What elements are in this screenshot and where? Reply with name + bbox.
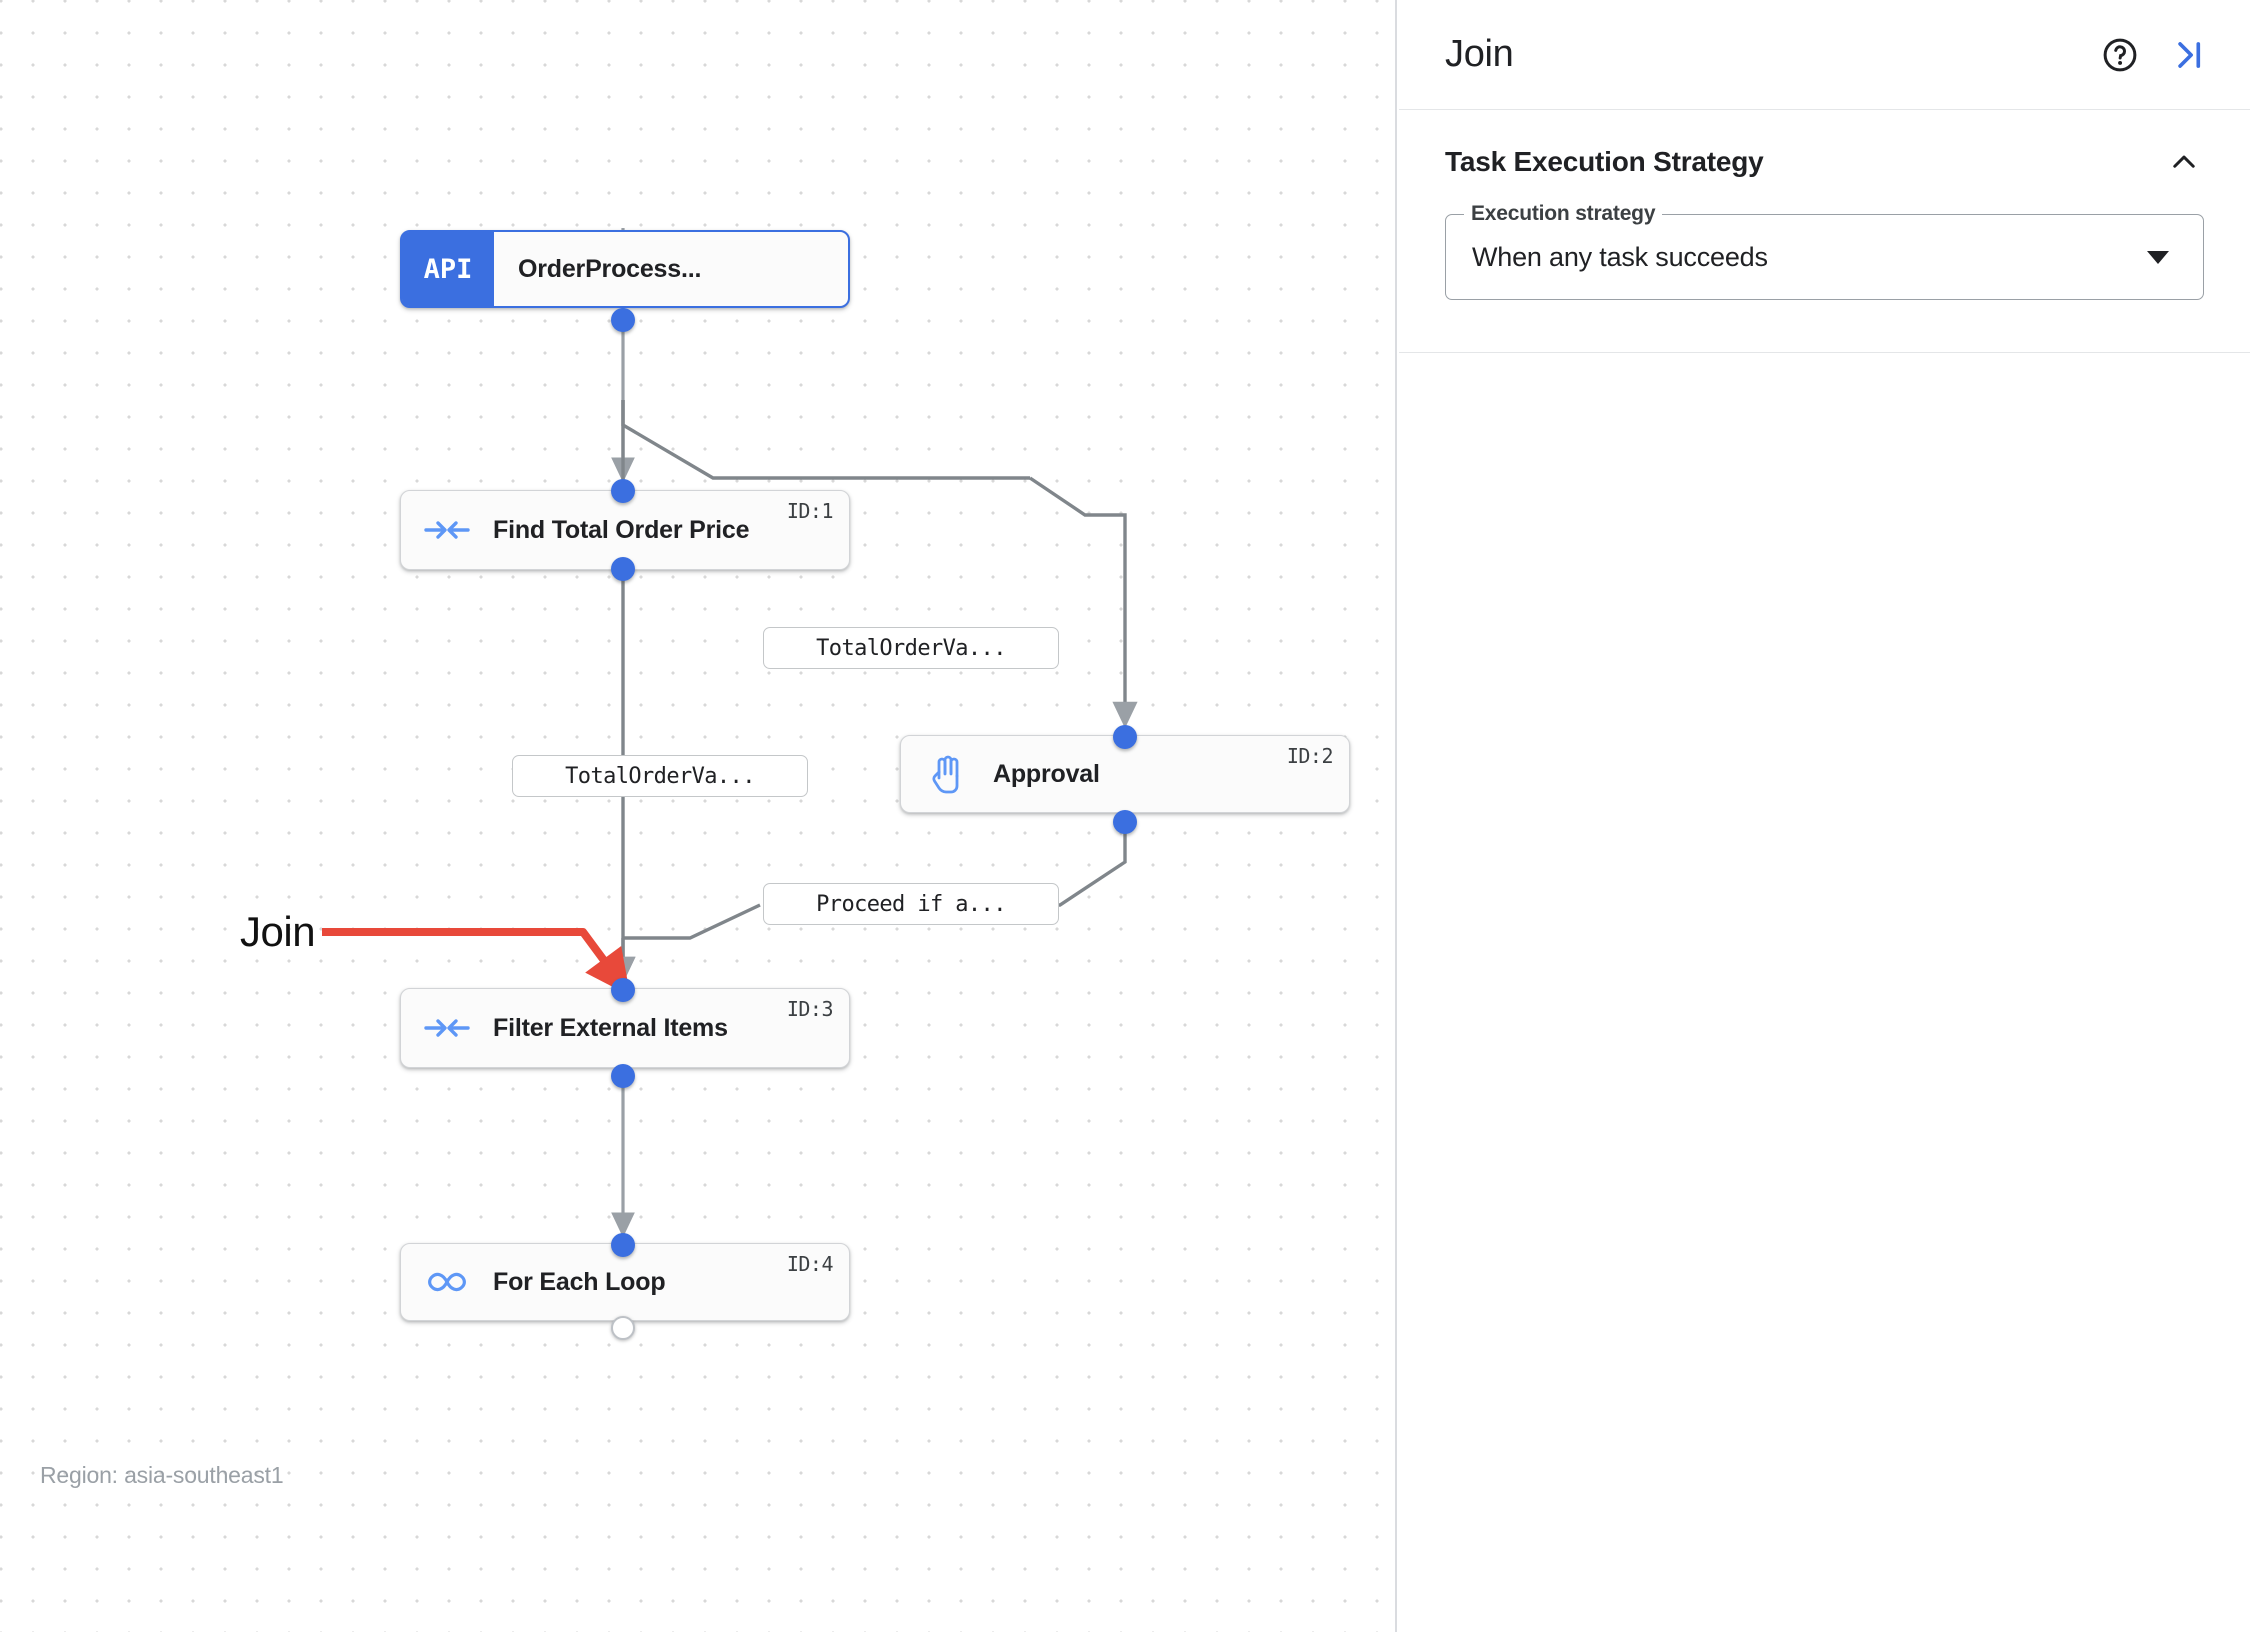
- port-api-output[interactable]: [611, 308, 635, 332]
- port-filter-output[interactable]: [611, 1064, 635, 1088]
- node-label: Approval: [993, 759, 1100, 788]
- help-circle-icon[interactable]: [2092, 27, 2148, 83]
- panel-header: Join: [1399, 0, 2250, 110]
- port-find-total-output[interactable]: [611, 557, 635, 581]
- node-id-badge: ID:2: [1286, 744, 1334, 768]
- execution-strategy-value: When any task succeeds: [1472, 241, 1768, 272]
- node-api-orderprocess[interactable]: API OrderProcess...: [400, 230, 850, 308]
- node-label: For Each Loop: [493, 1267, 666, 1296]
- join-arrows-icon: [401, 1013, 493, 1043]
- node-id-badge: ID:3: [786, 997, 834, 1021]
- region-label: Region: asia-southeast1: [40, 1462, 284, 1488]
- node-id-badge: ID:4: [786, 1252, 834, 1276]
- section-title: Task Execution Strategy: [1445, 146, 1764, 177]
- node-label: Find Total Order Price: [493, 515, 750, 544]
- node-label: Filter External Items: [493, 1013, 728, 1042]
- chevron-up-icon[interactable]: [2164, 142, 2204, 182]
- infinity-icon: [401, 1268, 493, 1296]
- port-approval-output[interactable]: [1113, 810, 1137, 834]
- workflow-canvas[interactable]: Join API OrderProcess... Find Total Orde…: [0, 0, 1397, 1632]
- port-filter-input[interactable]: [611, 978, 635, 1002]
- collapse-panel-right-icon[interactable]: [2160, 27, 2216, 83]
- edge-label-proceed-if-approved[interactable]: Proceed if a...: [763, 883, 1059, 925]
- section-header[interactable]: Task Execution Strategy: [1445, 110, 2204, 214]
- section-task-execution-strategy: Task Execution Strategy Execution strate…: [1399, 110, 2250, 353]
- panel-title: Join: [1445, 33, 1514, 75]
- execution-strategy-select[interactable]: Execution strategy When any task succeed…: [1445, 202, 2204, 300]
- execution-strategy-label: Execution strategy: [1464, 202, 1663, 226]
- properties-panel: Join Task Execution Strategy: [1399, 0, 2250, 1632]
- hand-icon: [901, 754, 993, 794]
- join-arrows-icon: [401, 515, 493, 545]
- edge-label-total-order-value-2[interactable]: TotalOrderVa...: [512, 755, 808, 797]
- port-foreach-input[interactable]: [611, 1233, 635, 1257]
- node-id-badge: ID:1: [786, 499, 834, 523]
- caret-down-icon[interactable]: [2147, 250, 2169, 264]
- node-label: OrderProcess...: [518, 254, 702, 283]
- api-icon: API: [402, 232, 494, 306]
- port-approval-input[interactable]: [1113, 725, 1137, 749]
- port-foreach-output[interactable]: [611, 1316, 635, 1340]
- port-find-total-input[interactable]: [611, 479, 635, 503]
- edge-label-total-order-value-1[interactable]: TotalOrderVa...: [763, 627, 1059, 669]
- annotation-label-join: Join: [240, 908, 316, 955]
